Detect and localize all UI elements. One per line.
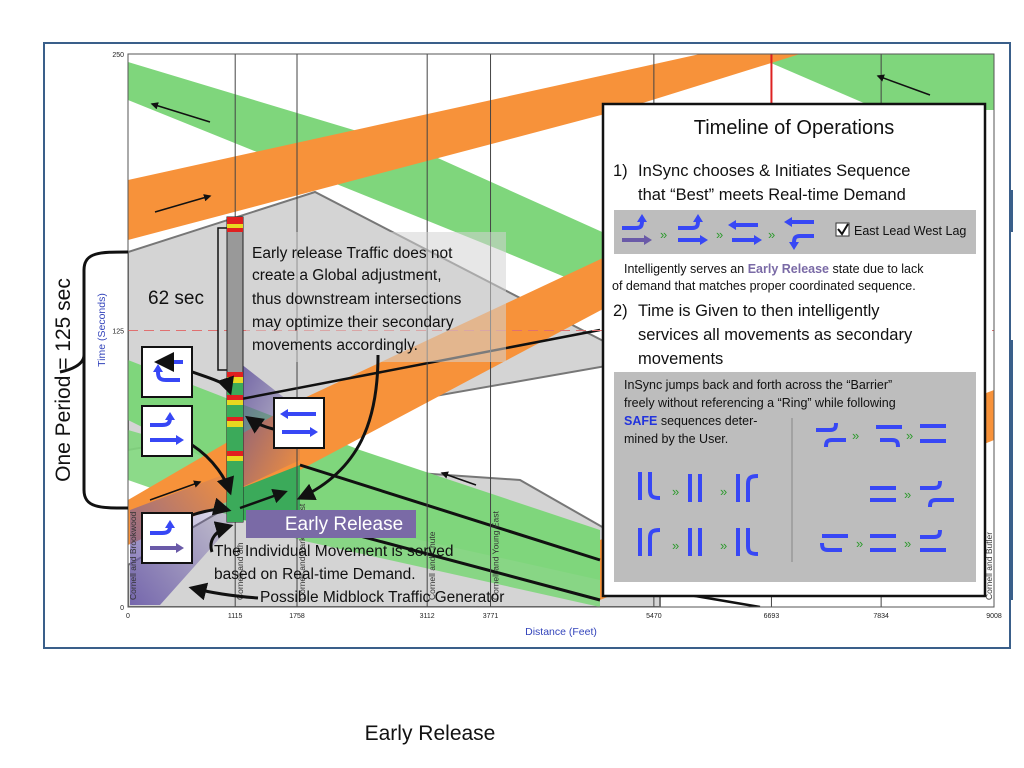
chev-r4: » [856,536,863,551]
early-release-band [236,465,300,520]
period-bracket [82,250,129,510]
box-line-2: freely without referencing a “Ring” whil… [624,396,896,410]
checkmark-icon [837,223,849,236]
item2-line-1: Time is Given to then intelligently [638,302,880,320]
phase-box-westbound-left [141,346,193,398]
box-line-4: mined by the User. [624,432,728,446]
individual-movement-line-1: The Individual Movement is served [214,543,454,560]
midblock-label: Possible Midblock Traffic Generator [260,589,504,606]
chev-l3: » [672,538,679,553]
x-tick-label: 5470 [646,613,662,620]
chev-l4: » [720,538,727,553]
x-tick-label: 1758 [289,613,305,620]
sequence-arrows: » » » [622,214,814,250]
box-line-3: SAFE sequences deter- [624,414,757,428]
safe-sequence-box [614,372,976,582]
chev-r2: » [906,428,913,443]
item2-number: 2) [613,302,628,320]
item2-line-3: movements [638,350,723,368]
chev-r1: » [852,428,859,443]
sec62-label: 62 sec [148,288,204,309]
x-axis-label: Distance (Feet) [525,626,597,638]
early-release-label: Early Release [285,514,403,535]
x-tick-label: 1115 [228,613,243,620]
x-tick-label: 0 [126,613,130,620]
note-line-2: create a Global adjustment, [252,267,442,284]
note-line-3: thus downstream intersections [252,291,462,308]
timeline-panel: Timeline of Operations 1) InSync chooses… [601,102,987,598]
safe-seq-left [638,472,759,556]
chev-l2: » [720,484,727,499]
item1-line-1: InSync chooses & Initiates Sequence [638,162,910,180]
intersection-label: Cornell and Chute [427,531,437,600]
intersection-label: Cornell and 8th [235,542,245,600]
x-tick-label: 9008 [986,613,1002,620]
chev-3: » [768,227,775,242]
intersection-label: Cornell and Butler [984,532,994,600]
x-tick-label: 3771 [483,613,499,620]
safe-seq-right [816,422,954,552]
chev-r3: » [904,487,911,502]
slide-caption: Early Release [364,722,496,745]
intersection-labels: Cornell and Brookwood Cornell and 8th Corn… [128,503,994,600]
y-tick-label: 125 [112,329,124,336]
phase-box-through [273,397,325,449]
y-axis-label: Time (Seconds) [96,293,108,367]
checkbox-label: East Lead West Lag [854,224,966,238]
y-tick-label: 250 [112,52,124,59]
x-tick-label: 6693 [764,613,780,620]
chev-r5: » [904,536,911,551]
intersection-label: Cornell and Brookwood [128,511,138,600]
signal-timing-bar [226,216,244,523]
panel-title: Timeline of Operations [694,117,894,139]
chev-l1: » [672,484,679,499]
purple-shade-mid [236,360,300,490]
individual-movement-line-2: based on Real-time Demand. [214,566,416,583]
phase-box-eastbound-left [141,405,193,457]
one-period-label: One Period = 125 sec [52,278,75,482]
note-line-4: may optimize their secondary [252,314,454,331]
plot-border [127,53,995,608]
chev-2: » [716,227,723,242]
note-line-1: Early release Traffic does not [252,245,453,262]
x-tick-label: 7834 [873,613,889,620]
chev-1: » [660,227,667,242]
early-release-label-bg [246,510,416,538]
early-line-1: Intelligently serves an Early Release st… [624,262,924,276]
intersection-label: Cornell and Parking West [297,503,307,600]
early-release-note: Early release Traffic does not create a … [252,245,462,354]
box-line-1: InSync jumps back and forth across the “… [624,378,892,392]
intersection-label: Cornell and Young East [491,511,501,600]
green-band-westbound-top [750,54,994,110]
x-tick-label: 3112 [420,613,435,620]
item1-line-2: that “Best” meets Real-time Demand [638,186,906,204]
item2-line-2: services all movements as secondary [638,326,913,344]
y-tick-label: 0 [120,605,124,612]
item1-number: 1) [613,162,628,180]
early-line-2: of demand that matches proper coordinate… [612,279,916,293]
y-axis-ticks: 0 125 250 [112,52,124,612]
phase-box-early-release [141,512,193,564]
note-line-5: movements accordingly. [252,337,418,354]
x-axis-ticks: 0 1115 1758 3112 3771 5470 6693 7834 9008 [126,613,1002,620]
orange-band-eastbound-upper [128,54,800,240]
sec62-bracket [217,227,228,371]
